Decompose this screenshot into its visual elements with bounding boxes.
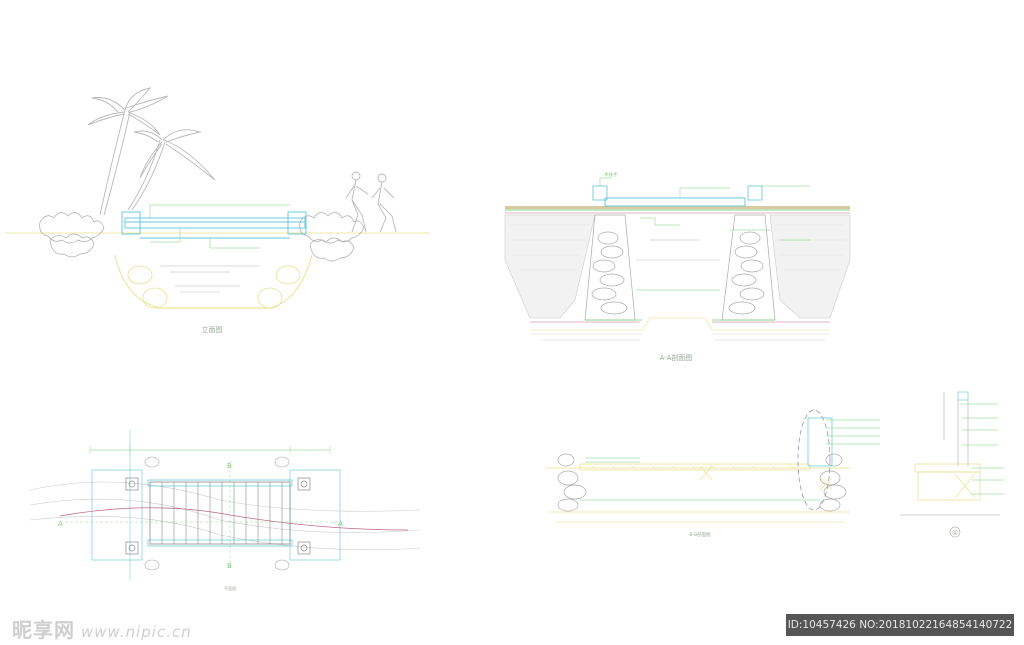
section-mark-b-top: B xyxy=(227,462,232,470)
section-aa-view: 木扶手 A-A剖面图 xyxy=(504,171,851,362)
watermark-brand: 昵享网 xyxy=(12,618,75,642)
person-icon xyxy=(345,171,397,233)
palm-tree-icon xyxy=(87,87,216,216)
section-bb-caption: B-B剖面图 xyxy=(689,531,711,538)
detail-1-caption: ① xyxy=(952,529,958,537)
plan-view: A A B B 平面图 xyxy=(29,430,421,591)
elevation-caption: 立面图 xyxy=(202,325,223,334)
detail-1-view: ① xyxy=(900,391,1004,538)
image-id-text: ID:10457426 NO:20181022164854140722 xyxy=(787,619,1013,631)
section-mark-a-right: A xyxy=(338,520,343,528)
handrail-note: 木扶手 xyxy=(604,171,618,178)
section-mark-a-left: A xyxy=(58,520,63,528)
elevation-view: 立面图 xyxy=(5,87,430,334)
section-bb-view: B-B剖面图 xyxy=(545,409,880,538)
section-aa-caption: A-A剖面图 xyxy=(660,353,693,362)
watermark: 昵享网 www.nipic.cn xyxy=(12,614,192,643)
watermark-site: www.nipic.cn xyxy=(81,623,192,641)
image-id-bar: ID:10457426 NO:20181022164854140722 xyxy=(786,614,1014,636)
plan-caption: 平面图 xyxy=(224,585,236,591)
section-mark-b-bottom: B xyxy=(227,562,232,570)
